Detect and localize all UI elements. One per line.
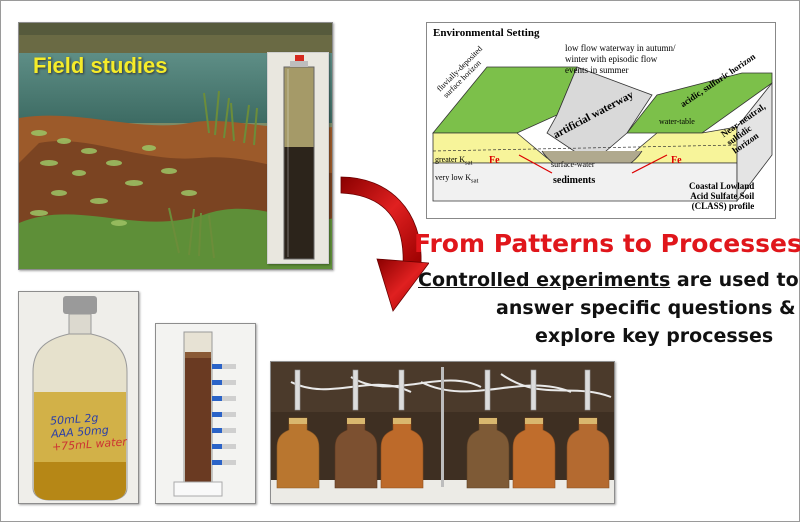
soil-column-photo (155, 323, 256, 504)
ksat-subscript: sat (464, 159, 473, 167)
very-low-ksat-text: very low K (435, 173, 471, 182)
sediment-core-tube (268, 53, 328, 263)
diagram-note-line: low flow waterway in autumn/ (565, 43, 676, 53)
bottle-handwritten-label: 50mL 2g AAA 50mg +75mL water (50, 409, 127, 453)
field-studies-photo: Field studies (18, 22, 333, 270)
soil-profile-diagram (432, 66, 773, 203)
sediments-label: sediments (553, 175, 596, 186)
bottle-photo: 50mL 2g AAA 50mg +75mL water (18, 291, 139, 504)
ksat-subscript: sat (471, 177, 479, 185)
fe-label-right: Fe (671, 155, 682, 166)
class-profile-line: Coastal Lowland (689, 181, 755, 191)
class-profile-line: (CLASS) profile (691, 201, 755, 211)
body-line-2: answer specific questions & (496, 297, 796, 319)
bottle-array (271, 362, 614, 503)
headline: From Patterns to Processes… (414, 229, 800, 258)
diagram-note-line: winter with episodic flow (565, 54, 658, 64)
diagram-title: Environmental Setting (433, 27, 540, 39)
body-line-1-rest: are used to (670, 269, 799, 291)
soil-column (156, 324, 255, 503)
glass-bottle (19, 292, 138, 503)
fe-label-left: Fe (489, 155, 500, 166)
body-line-3: explore key processes (535, 325, 774, 347)
controlled-experiments-text: Controlled experiments (418, 269, 671, 291)
very-low-ksat-label: very low Ksat (435, 173, 478, 185)
field-studies-caption: Field studies (33, 53, 168, 78)
bottle-array-photo (270, 361, 615, 504)
greater-ksat-text: greater K (435, 155, 465, 164)
class-profile-line: Acid Sulfate Soil (690, 191, 755, 201)
greater-ksat-label: greater Ksat (435, 155, 472, 167)
water-table-label: water-table (659, 117, 695, 126)
environmental-setting-diagram: Environmental Setting low flow waterway … (426, 22, 776, 219)
diagram-note-line: events in summer (565, 65, 629, 75)
diagram-note: low flow waterway in autumn/ winter with… (565, 43, 675, 76)
curved-arrow-icon (340, 176, 429, 312)
body-line-1: Controlled experiments are used to (418, 269, 799, 291)
class-profile-label: Coastal Lowland Acid Sulfate Soil (CLASS… (689, 181, 754, 211)
surface-water-label: surface-water (551, 160, 595, 169)
syringes (294, 369, 591, 411)
sediment-core-photo (267, 52, 329, 264)
